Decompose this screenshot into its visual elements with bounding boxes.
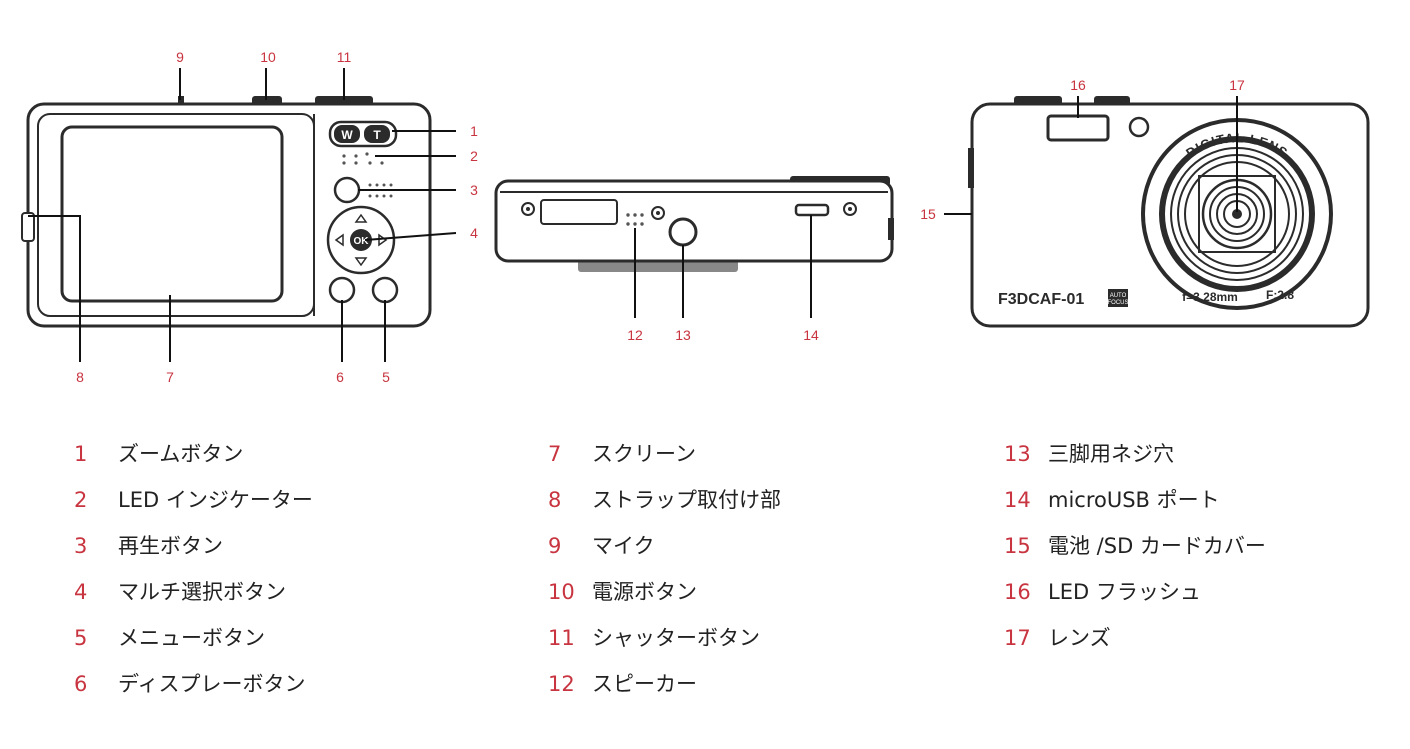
legend-label: ディスプレーボタン [118, 672, 306, 696]
callout-10: 10 [260, 49, 276, 65]
callout-14: 14 [803, 327, 819, 343]
callout-7: 7 [166, 369, 174, 385]
legend-number: 12 [548, 672, 575, 696]
screen [60, 125, 284, 303]
legend-label: メニューボタン [118, 626, 265, 650]
focal-length-label: f=3.28mm [1182, 290, 1238, 304]
legend-label: LED フラッシュ [1048, 580, 1201, 604]
legend-item: 4 マルチ選択ボタン [74, 576, 286, 606]
legend-number: 2 [74, 488, 88, 512]
camera-front-view: DIGITAL LENS f=3.28mm F:2.8 F3DCAF-01 AU… [920, 77, 1370, 328]
ok-label: OK [354, 236, 370, 247]
legend-item: 2 LED インジケーター [74, 484, 313, 514]
camera-back-view: W T OK [21, 49, 478, 385]
autofocus-bottom-label: FOCUS [1108, 300, 1129, 306]
zoom-w-label: W [341, 128, 353, 142]
callout-12: 12 [627, 327, 643, 343]
legend-item: 15 電池 /SD カードカバー [1004, 530, 1266, 560]
legend-label: シャッターボタン [592, 626, 760, 650]
callout-1: 1 [470, 123, 478, 139]
callout-5: 5 [382, 369, 390, 385]
legend-label: 三脚用ネジ穴 [1048, 442, 1174, 466]
legend-number: 10 [548, 580, 575, 604]
callout-11: 11 [337, 49, 352, 65]
camera-bottom-view: 12 13 14 [494, 176, 894, 343]
zoom-t-label: T [373, 128, 381, 142]
autofocus-badge [1108, 289, 1128, 307]
legend-label: 電源ボタン [592, 580, 697, 604]
microphone-mark [178, 96, 184, 106]
callout-17: 17 [1229, 77, 1245, 93]
legend-item: 13 三脚用ネジ穴 [1004, 438, 1174, 468]
autofocus-top-label: AUTO [1110, 293, 1127, 299]
battery-door-outline [540, 199, 618, 225]
legend-item: 16 LED フラッシュ [1004, 576, 1201, 606]
legend-number: 8 [548, 488, 562, 512]
callout-16: 16 [1070, 77, 1086, 93]
legend-label: レンズ [1048, 626, 1111, 650]
legend-item: 8 ストラップ取付け部 [548, 484, 781, 514]
led-indicator [342, 152, 384, 165]
legend-number: 9 [548, 534, 562, 558]
legend-label: 再生ボタン [118, 534, 223, 558]
legend-label: マイク [592, 534, 655, 558]
legend-number: 3 [74, 534, 88, 558]
legend-item: 5 メニューボタン [74, 622, 265, 652]
callout-8: 8 [76, 369, 84, 385]
callout-2: 2 [470, 148, 478, 164]
strap-mount [21, 212, 35, 242]
legend-number: 13 [1004, 442, 1031, 466]
legend-item: 7 スクリーン [548, 438, 696, 468]
legend-label: ズームボタン [118, 442, 244, 466]
speaker-grille-back [368, 183, 393, 198]
callout-4: 4 [470, 225, 478, 241]
model-label: F3DCAF-01 [998, 291, 1084, 308]
legend-item: 12 スピーカー [548, 668, 697, 698]
legend-number: 15 [1004, 534, 1031, 558]
legend-label: LED インジケーター [118, 488, 313, 512]
legend-number: 1 [74, 442, 88, 466]
legend-item: 17 レンズ [1004, 622, 1111, 652]
speaker-holes [626, 213, 644, 226]
legend-label: スピーカー [592, 672, 697, 696]
zoom-buttons: W T [328, 120, 398, 148]
callout-9: 9 [176, 49, 184, 65]
legend-label: 電池 /SD カードカバー [1048, 534, 1266, 558]
legend-number: 6 [74, 672, 88, 696]
aperture-label: F:2.8 [1266, 288, 1294, 302]
callout-13: 13 [675, 327, 691, 343]
legend-item: 11 シャッターボタン [548, 622, 760, 652]
legend-number: 11 [548, 626, 575, 650]
legend-item: 3 再生ボタン [74, 530, 223, 560]
legend-item: 1 ズームボタン [74, 438, 243, 468]
callout-3: 3 [470, 182, 478, 198]
legend-label: microUSB ポート [1048, 488, 1220, 512]
legend-number: 5 [74, 626, 88, 650]
legend-number: 14 [1004, 488, 1031, 512]
legend-number: 16 [1004, 580, 1031, 604]
legend-item: 14 microUSB ポート [1004, 484, 1220, 514]
callout-15: 15 [920, 206, 936, 222]
multi-select-button: OK [326, 205, 396, 275]
legend-label: ストラップ取付け部 [592, 488, 781, 512]
legend-label: マルチ選択ボタン [118, 580, 286, 604]
af-assist-lamp [1128, 116, 1150, 138]
legend-item: 9 マイク [548, 530, 655, 560]
legend-number: 4 [74, 580, 88, 604]
legend-item: 10 電源ボタン [548, 576, 697, 606]
legend-number: 7 [548, 442, 562, 466]
legend-number: 17 [1004, 626, 1031, 650]
legend-item: 6 ディスプレーボタン [74, 668, 306, 698]
callout-6: 6 [336, 369, 344, 385]
legend-label: スクリーン [592, 442, 696, 466]
